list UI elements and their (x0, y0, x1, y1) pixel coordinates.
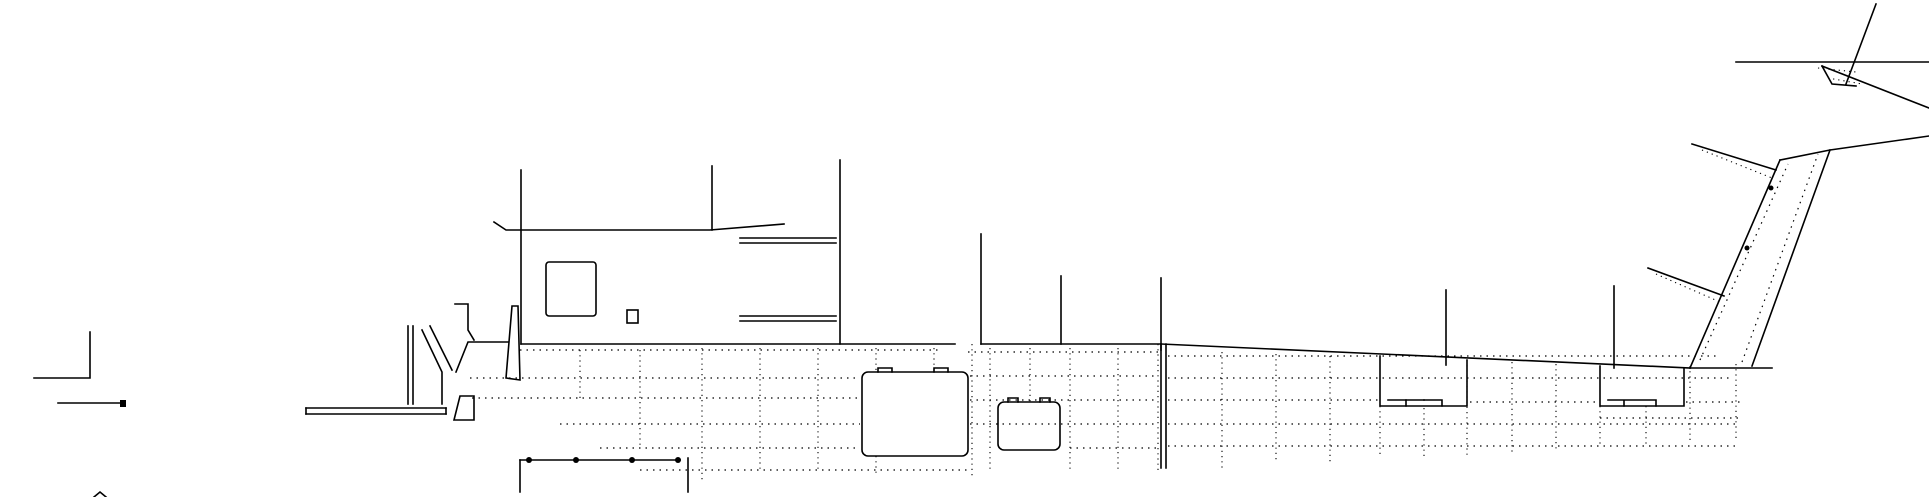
bottom-left-marker (92, 490, 108, 497)
bow-ramp (1688, 135, 1929, 370)
wedge-post (505, 305, 521, 381)
left-walkway-rails (305, 303, 509, 415)
bulkhead-double-line (1160, 343, 1167, 469)
ramp-braces (1646, 142, 1778, 303)
mid-deck-stanchions (980, 233, 1615, 369)
bottom-railing (519, 457, 689, 493)
deck-recess-1 (1379, 355, 1468, 407)
ladder-step (452, 395, 475, 421)
left-corner-bracket (33, 331, 126, 407)
superstructure (492, 159, 956, 345)
main-deck-edge (980, 343, 1691, 369)
deck-recess-2 (1599, 365, 1685, 407)
hatch-cover-small (997, 397, 1061, 451)
hatch-cover-large (861, 367, 969, 457)
top-right-boom (1735, 2, 1929, 109)
deck-plank-grid (470, 344, 1740, 480)
